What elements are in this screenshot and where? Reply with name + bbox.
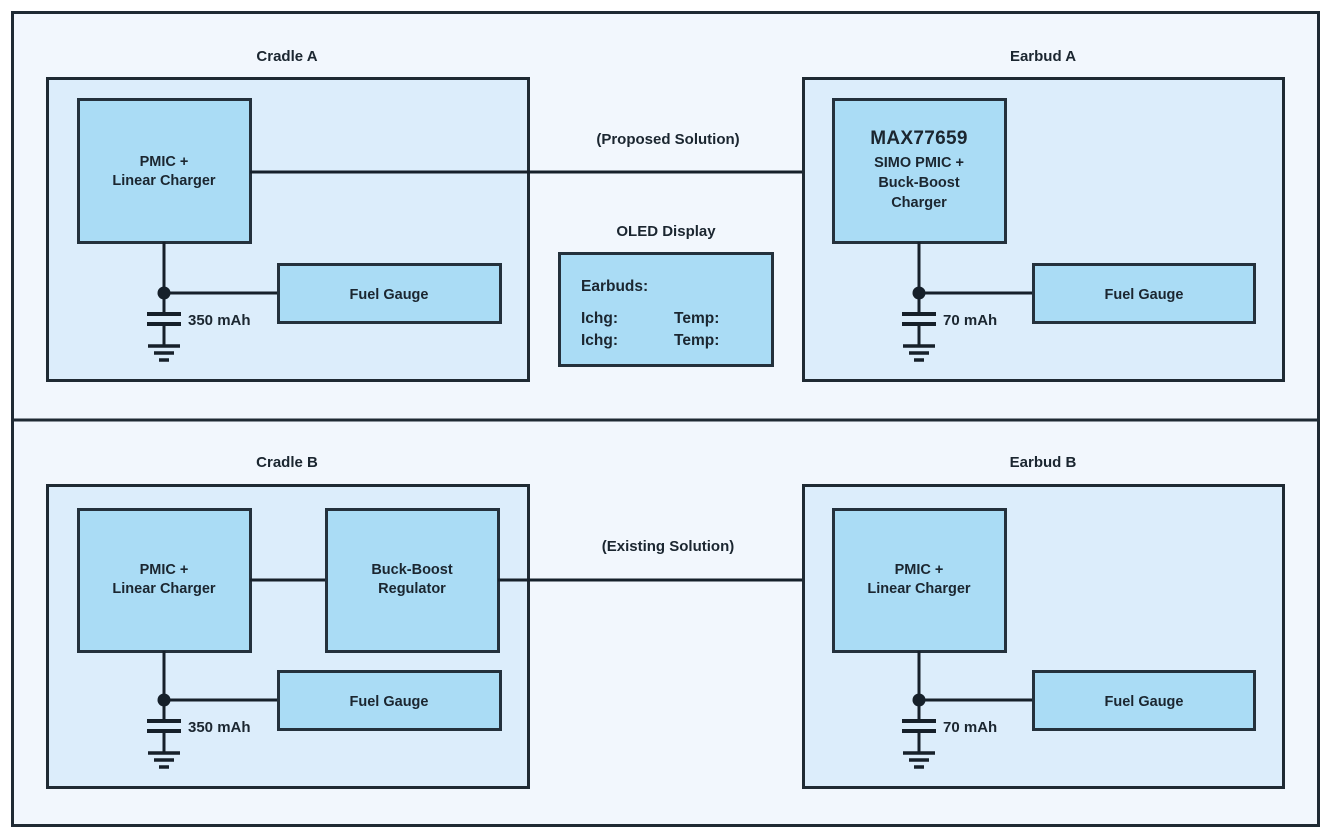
panel-title-earbud-a: Earbud A xyxy=(1010,48,1076,65)
block-cradle-b-regulator[interactable] xyxy=(325,508,500,653)
battery-capacity-earbud-a: 70 mAh xyxy=(943,312,997,329)
block-earbud-a-simo-line1: SIMO PMIC + xyxy=(874,155,964,171)
block-cradle-b-pmic-line2: Linear Charger xyxy=(112,581,215,597)
battery-capacity-cradle-b: 350 mAh xyxy=(188,719,251,736)
oled-line-header: Earbuds: xyxy=(581,278,648,295)
block-earbud-b-fuel-gauge[interactable] xyxy=(1032,670,1256,731)
block-cradle-b-regulator-line1: Buck-Boost xyxy=(371,562,453,578)
block-cradle-a-pmic-line1: PMIC + xyxy=(140,154,189,170)
block-earbud-a-fuel-gauge[interactable] xyxy=(1032,263,1256,324)
connection-label-existing-solution: (Existing Solution) xyxy=(602,538,735,555)
block-earbud-a-part-number: MAX77659 xyxy=(870,128,967,149)
oled-line-temp-1: Temp: xyxy=(674,310,719,327)
block-cradle-b-pmic-line1: PMIC + xyxy=(140,562,189,578)
block-earbud-b-pmic[interactable] xyxy=(832,508,1007,653)
block-earbud-a-simo-line2: Buck-Boost xyxy=(878,175,960,191)
block-cradle-b-fuel-gauge[interactable] xyxy=(277,670,502,731)
block-earbud-b-pmic-line1: PMIC + xyxy=(895,562,944,578)
oled-line-ichg-2: Ichg: xyxy=(581,332,618,349)
battery-capacity-cradle-a: 350 mAh xyxy=(188,312,251,329)
block-earbud-b-pmic-line2: Linear Charger xyxy=(867,581,970,597)
block-cradle-a-fuel-gauge-label: Fuel Gauge xyxy=(350,287,429,303)
block-cradle-a-fuel-gauge[interactable] xyxy=(277,263,502,324)
panel-title-cradle-b: Cradle B xyxy=(256,454,318,471)
panel-title-cradle-a: Cradle A xyxy=(256,48,317,65)
oled-display-title: OLED Display xyxy=(616,223,716,240)
block-earbud-a-fuel-gauge-label: Fuel Gauge xyxy=(1105,287,1184,303)
block-oled-display[interactable] xyxy=(558,252,774,367)
block-earbud-a-simo-pmic[interactable] xyxy=(832,98,1007,244)
block-earbud-a-simo-line3: Charger xyxy=(891,195,947,211)
battery-capacity-earbud-b: 70 mAh xyxy=(943,719,997,736)
block-cradle-b-regulator-line2: Regulator xyxy=(378,581,446,597)
block-cradle-a-pmic-line2: Linear Charger xyxy=(112,173,215,189)
block-earbud-b-fuel-gauge-label: Fuel Gauge xyxy=(1105,694,1184,710)
oled-line-temp-2: Temp: xyxy=(674,332,719,349)
panel-title-earbud-b: Earbud B xyxy=(1010,454,1077,471)
block-cradle-b-fuel-gauge-label: Fuel Gauge xyxy=(350,694,429,710)
block-cradle-a-pmic[interactable] xyxy=(77,98,252,244)
block-cradle-b-pmic[interactable] xyxy=(77,508,252,653)
connection-label-proposed-solution: (Proposed Solution) xyxy=(596,131,739,148)
oled-line-ichg-1: Ichg: xyxy=(581,310,618,327)
